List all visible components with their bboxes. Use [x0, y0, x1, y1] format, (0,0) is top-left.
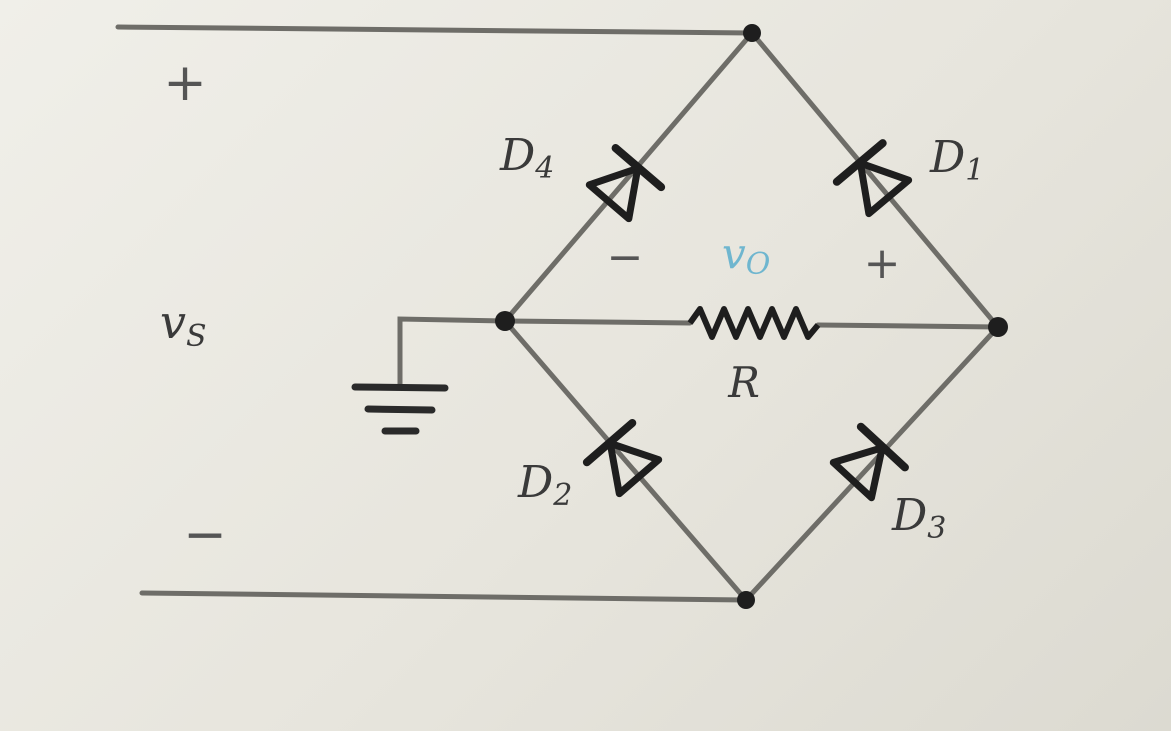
diode-d2-label: D2 — [517, 457, 572, 513]
node-left — [495, 311, 515, 331]
node-top — [743, 24, 761, 42]
source-voltage-label: vS — [160, 295, 207, 354]
ground-symbol — [351, 383, 449, 435]
resistor-r — [687, 306, 821, 340]
output-voltage-label: vO — [722, 229, 770, 282]
wire-top-to-right — [749, 30, 1001, 330]
wire-right-to-bottom — [743, 324, 1001, 603]
diode-d4 — [585, 144, 666, 223]
resistor-label: R — [727, 358, 760, 407]
node-right — [988, 317, 1008, 337]
load-wire-right — [815, 322, 1001, 330]
top-input-wire — [115, 24, 755, 36]
source-plus-sign: + — [163, 53, 207, 113]
diode-d1-label: D1 — [929, 132, 984, 188]
bottom-input-wire — [139, 590, 749, 603]
diode-d3 — [829, 422, 909, 502]
output-minus-sign: − — [607, 232, 644, 283]
diode-d3-label: D3 — [891, 490, 946, 546]
output-plus-sign: + — [864, 238, 901, 289]
ground-wire — [397, 316, 508, 389]
wire-left-to-bottom — [502, 318, 749, 603]
load-wire-left — [502, 318, 693, 326]
source-minus-sign: − — [183, 505, 227, 565]
diode-d1 — [832, 139, 913, 218]
diode-d4-label: D4 — [499, 130, 554, 186]
diode-d2 — [582, 419, 663, 498]
node-bottom — [737, 591, 755, 609]
wire-top-to-left — [502, 30, 755, 324]
